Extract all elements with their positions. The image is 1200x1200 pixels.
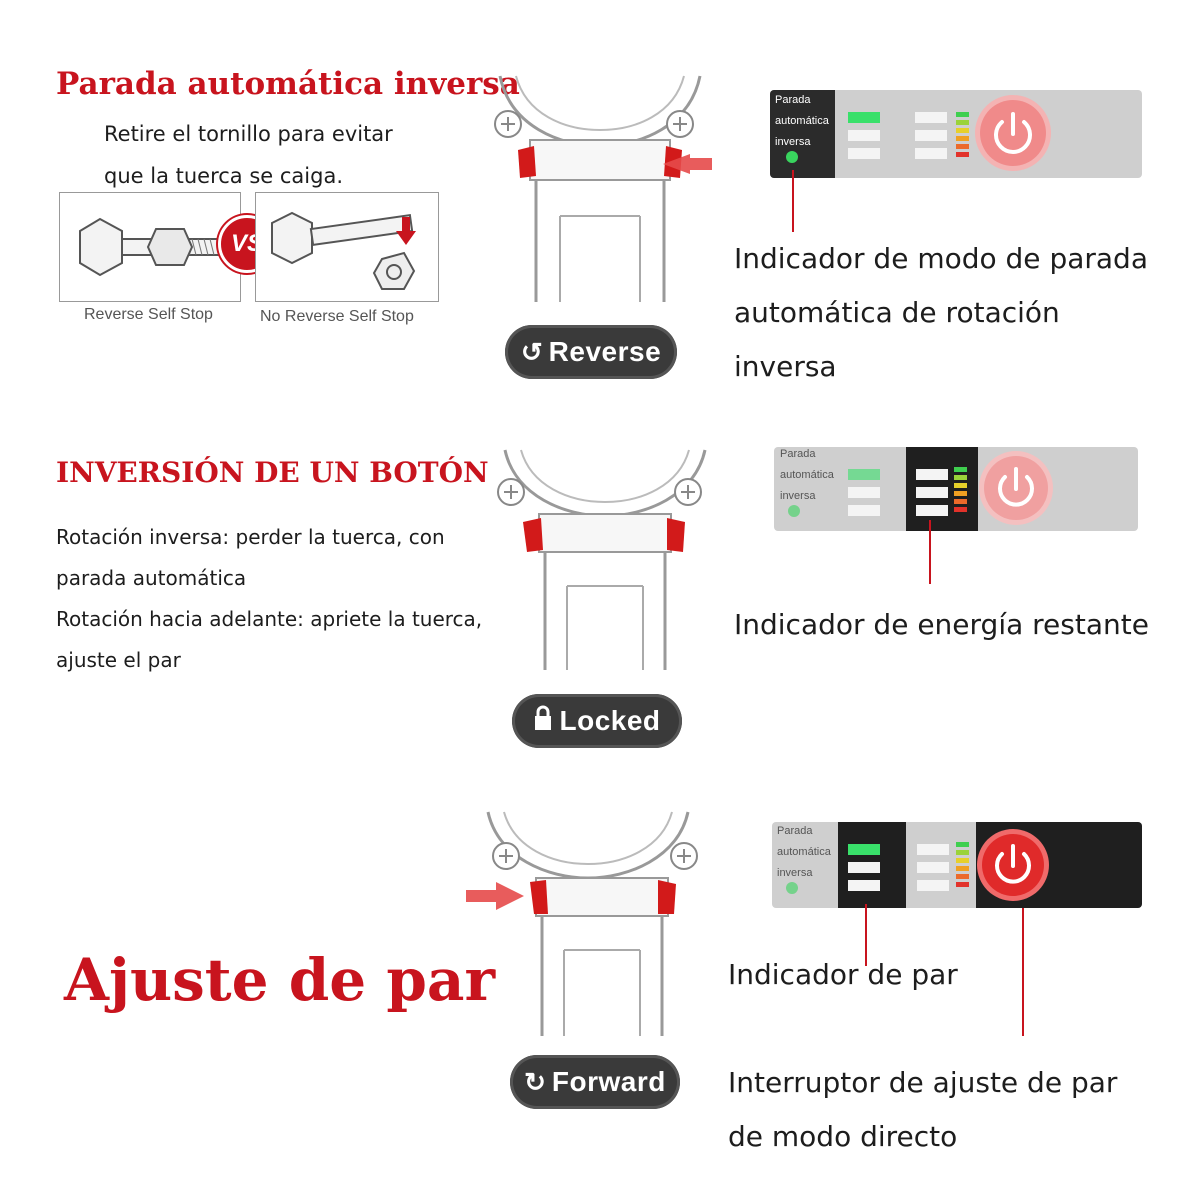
panel-mode-section: Parada automática inversa	[770, 90, 835, 178]
locked-mode-badge: Locked	[512, 694, 682, 748]
reverse-mode-label: Reverse	[548, 336, 662, 367]
bolt-loose-nut-icon	[271, 211, 416, 290]
section1-desc-line2: que la tuerca se caiga.	[104, 164, 343, 188]
panel3-label-line2: automática	[777, 846, 831, 858]
section2-desc-line2: parada automática	[56, 566, 247, 590]
section2-desc-line3: Rotación hacia adelante: apriete la tuer…	[56, 607, 483, 631]
bolt-with-nut-illustration	[59, 192, 241, 302]
reverse-mode-badge: ↺ Reverse	[505, 325, 677, 379]
battery-bar-2	[916, 487, 948, 498]
bolt-nut-icon	[79, 217, 223, 277]
control-panel-reverse: Parada automática inversa	[770, 90, 1142, 178]
counterclockwise-arrow-icon: ↺	[520, 336, 543, 367]
panel3-label-line3: inversa	[777, 867, 813, 879]
section1-desc-line1: Retire el tornillo para evitar	[104, 122, 393, 146]
section3-title: Ajuste de par	[64, 946, 496, 1014]
lock-icon	[533, 705, 553, 738]
torque-bar-3	[848, 148, 880, 159]
panel-label-line1: Parada	[775, 94, 811, 106]
panel-torque-section	[838, 822, 906, 908]
callout-mode-line2: automática de rotación	[734, 296, 1060, 329]
impact-wrench-head-illustration	[494, 75, 712, 302]
control-panel-locked: Parada automática inversa	[774, 447, 1138, 531]
leader-line-mode	[792, 170, 794, 232]
callout-torque: Indicador de par	[728, 958, 958, 991]
callout-battery: Indicador de energía restante	[734, 608, 1149, 641]
callout-switch-line2: de modo directo	[728, 1120, 958, 1153]
mode-indicator-led	[786, 151, 798, 163]
caption-reverse-self-stop: Reverse Self Stop	[84, 306, 213, 323]
impact-wrench-head-illustration-2	[497, 449, 707, 670]
callout-switch-line1: Interruptor de ajuste de par	[728, 1066, 1118, 1099]
torque-bar-1	[848, 112, 880, 123]
panel-label-line2: automática	[775, 115, 829, 127]
torque-level-bar-3	[848, 880, 880, 891]
leader-line-battery	[929, 520, 931, 584]
battery-bar-1	[916, 469, 948, 480]
clockwise-arrow-icon: ↻	[524, 1066, 546, 1097]
power-bar-2	[915, 130, 947, 141]
caption-no-reverse-self-stop: No Reverse Self Stop	[260, 308, 414, 325]
panel2-label-line3: inversa	[780, 490, 816, 502]
battery-bar-3	[916, 505, 948, 516]
section1-title: Parada automática inversa	[56, 66, 520, 102]
panel2-label-line2: automática	[780, 469, 834, 481]
locked-mode-label: Locked	[559, 705, 661, 736]
panel2-label-line1: Parada	[780, 448, 816, 460]
panel-label-line3: inversa	[775, 136, 811, 148]
impact-wrench-head-illustration-3	[466, 811, 698, 1036]
panel-power-section	[976, 822, 1142, 908]
power-button-icon-3	[982, 834, 1044, 896]
callout-mode-line1: Indicador de modo de parada	[734, 242, 1148, 275]
torque-level-bar-2	[848, 862, 880, 873]
power-bar-1	[915, 112, 947, 123]
section2-desc-line1: Rotación inversa: perder la tuerca, con	[56, 525, 445, 549]
leader-line-switch	[1022, 908, 1024, 1036]
power-button-icon-2	[984, 456, 1048, 520]
bolt-without-nut-illustration	[255, 192, 439, 302]
control-panel-forward: Parada automática inversa	[772, 822, 1142, 908]
torque-bar-2	[848, 130, 880, 141]
power-button-icon	[980, 100, 1046, 166]
leader-line-torque	[865, 904, 867, 966]
panel-battery-section	[906, 447, 978, 531]
forward-mode-label: Forward	[551, 1066, 666, 1097]
section2-desc-line4: ajuste el par	[56, 648, 181, 672]
callout-mode-line3: inversa	[734, 350, 837, 383]
section2-title: INVERSIÓN DE UN BOTÓN	[56, 456, 489, 489]
panel3-label-line1: Parada	[777, 825, 813, 837]
forward-mode-badge: ↻ Forward	[510, 1055, 680, 1109]
power-bar-3	[915, 148, 947, 159]
torque-level-bar-1	[848, 844, 880, 855]
